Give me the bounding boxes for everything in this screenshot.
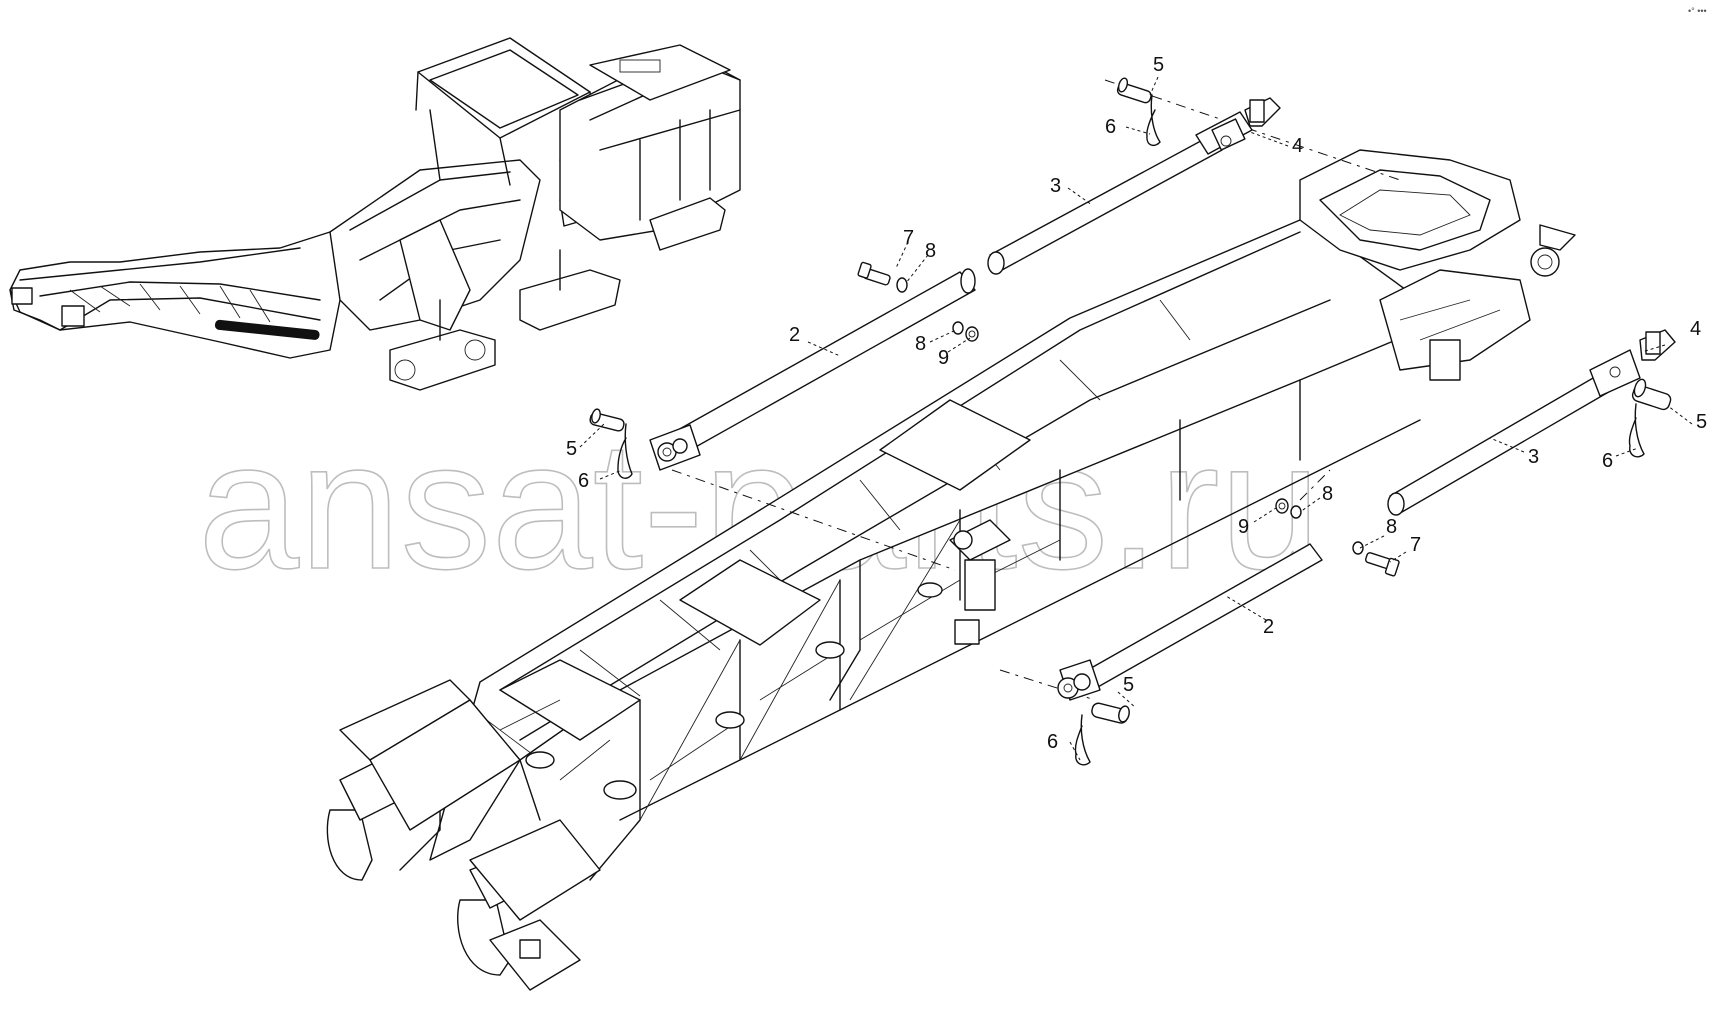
hydraulic-cylinder-3-upper bbox=[987, 111, 1253, 275]
callout-2: 2 bbox=[789, 324, 800, 346]
nut-9-upper bbox=[965, 326, 979, 342]
callout-4: 4 bbox=[1690, 318, 1701, 340]
callout-5: 5 bbox=[566, 438, 577, 460]
washer-8-lower-b bbox=[1352, 541, 1364, 555]
machine-overview bbox=[9, 37, 741, 391]
hydraulic-cylinder-2-lower bbox=[1057, 543, 1323, 701]
callout-8: 8 bbox=[1386, 516, 1397, 538]
bolt-7-upper bbox=[857, 261, 891, 286]
mounting-bracket-4-lower bbox=[1639, 329, 1676, 361]
callout-3: 3 bbox=[1528, 446, 1539, 468]
callout-leaders bbox=[579, 76, 1693, 761]
clip-6-right bbox=[1628, 403, 1645, 458]
clip-6-bottom bbox=[1074, 714, 1091, 766]
hydraulic-cylinder-3-lower bbox=[1387, 349, 1641, 516]
washer-8-upper bbox=[896, 277, 908, 293]
bolt-7-lower bbox=[1364, 552, 1400, 577]
clip-6-left bbox=[617, 423, 633, 479]
callout-5: 5 bbox=[1123, 674, 1134, 696]
corner-marks: •° ••• bbox=[1688, 6, 1707, 16]
conveyor-frame bbox=[326, 149, 1576, 991]
callout-8: 8 bbox=[925, 240, 936, 262]
callout-7: 7 bbox=[1410, 534, 1421, 556]
nut-9-lower bbox=[1275, 498, 1289, 514]
callout-2: 2 bbox=[1263, 616, 1274, 638]
callout-6: 6 bbox=[1105, 116, 1116, 138]
callout-8: 8 bbox=[1322, 483, 1333, 505]
callout-7: 7 bbox=[903, 227, 914, 249]
washer-8-mid bbox=[952, 321, 964, 335]
callout-9: 9 bbox=[1238, 516, 1249, 538]
callout-5: 5 bbox=[1696, 411, 1707, 433]
callout-8: 8 bbox=[915, 333, 926, 355]
callout-3: 3 bbox=[1050, 175, 1061, 197]
clip-6-top bbox=[1146, 94, 1161, 147]
callout-6: 6 bbox=[1047, 731, 1058, 753]
callout-4: 4 bbox=[1292, 135, 1303, 157]
exploded-parts bbox=[589, 77, 1676, 766]
callout-6: 6 bbox=[1602, 450, 1613, 472]
mounting-bracket-4-upper bbox=[1244, 97, 1281, 127]
callout-9: 9 bbox=[938, 347, 949, 369]
callout-labels: 5 6 4 3 7 8 2 8 9 5 6 4 5 3 6 8 9 8 7 2 … bbox=[566, 54, 1707, 753]
callout-5: 5 bbox=[1153, 54, 1164, 76]
hydraulic-cylinder-2-upper bbox=[649, 268, 976, 471]
callout-6: 6 bbox=[578, 470, 589, 492]
washer-8-lower-a bbox=[1290, 505, 1302, 519]
